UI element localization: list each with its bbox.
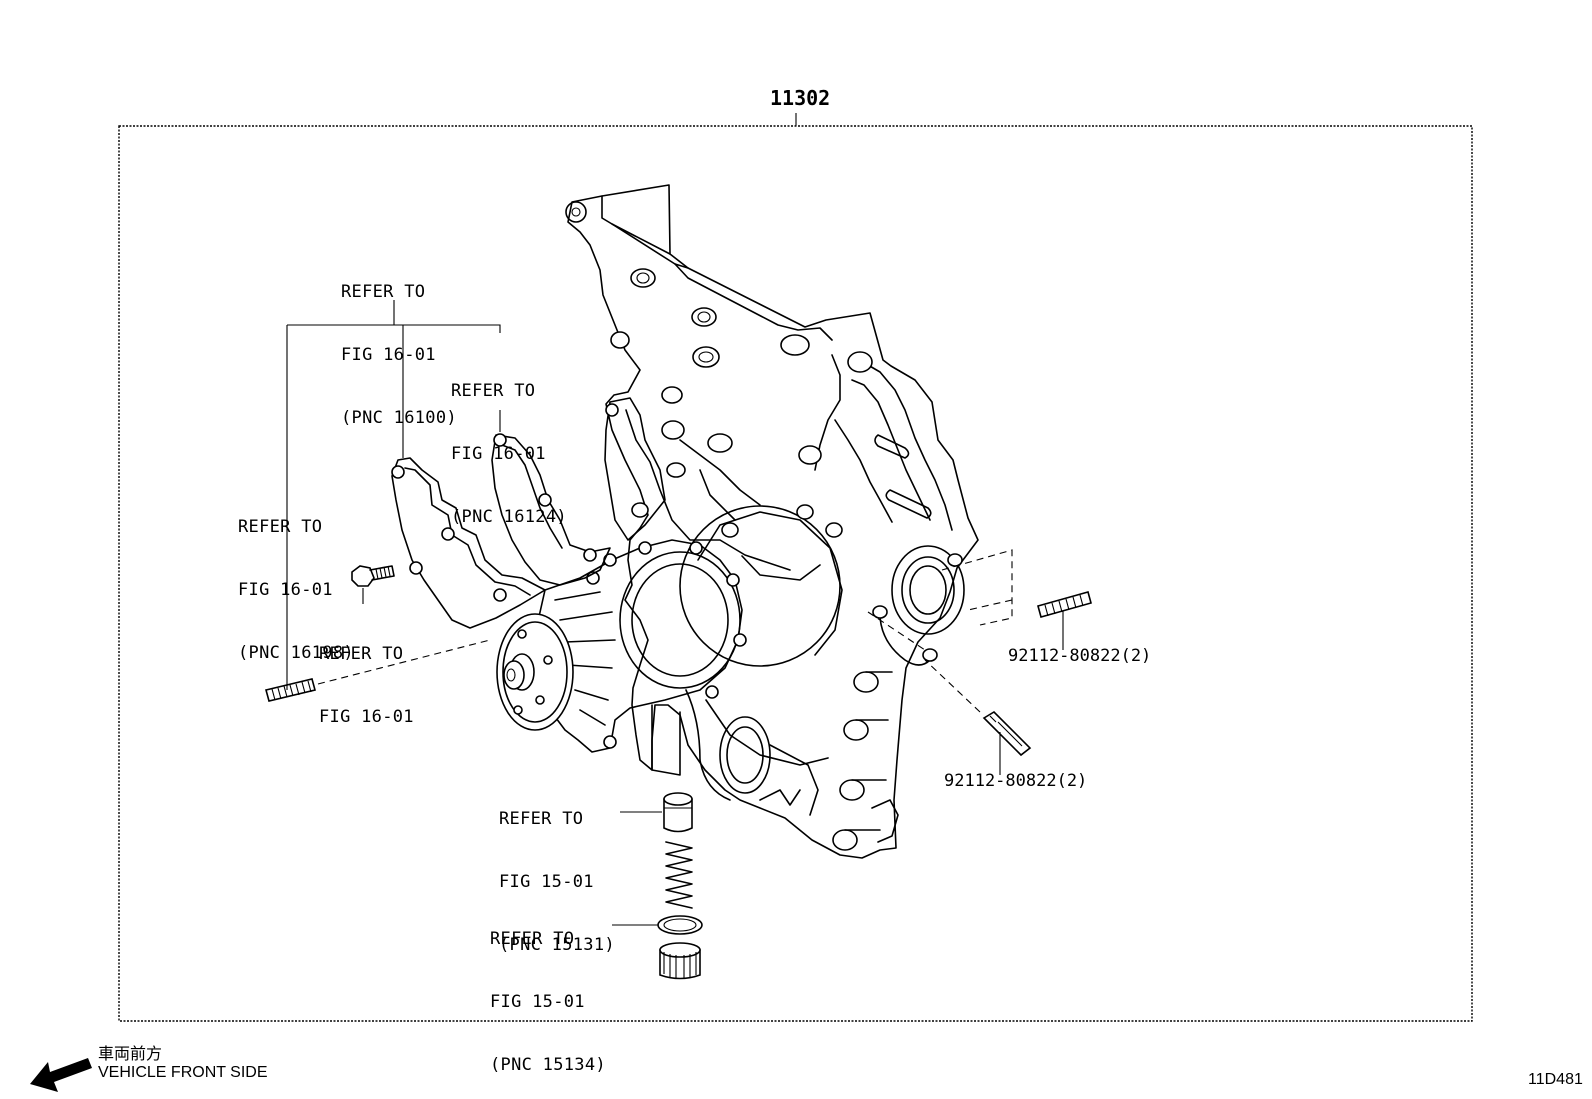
callout-pnc-15134[interactable]: REFER TO FIG 15-01 (PNC 15134)	[490, 887, 606, 1097]
gasket-ring	[612, 915, 703, 935]
callout-line: REFER TO	[490, 929, 575, 949]
arrow-left-down-icon	[30, 1058, 92, 1092]
plug	[659, 942, 701, 980]
callout-line: FIG 15-01	[499, 872, 594, 892]
callout-line: FIG 15-01	[490, 992, 585, 1012]
callout-pnc-15131[interactable]: REFER TO FIG 15-01 (PNC 15131)	[499, 767, 615, 977]
callout-pnc-16124[interactable]: REFER TO FIG 16-01 (PNC 16124)	[451, 339, 567, 549]
callout-pnc-16100[interactable]: REFER TO FIG 16-01 (PNC 16100)	[341, 240, 457, 450]
stud-lower-right	[924, 659, 1032, 775]
water-pump	[496, 539, 747, 753]
callout-line: REFER TO	[451, 381, 536, 401]
stud-upper-right	[967, 591, 1092, 650]
callout-line: FIG 16-01	[319, 707, 414, 727]
part-number-stud-upper[interactable]: 92112-80822(2)	[1008, 646, 1152, 666]
direction-label-en: VEHICLE FRONT SIDE	[98, 1064, 268, 1081]
relief-valve	[620, 792, 693, 833]
relief-valve-spring	[665, 841, 693, 909]
callout-line: REFER TO	[341, 282, 426, 302]
callout-line: (PNC 16124)	[451, 507, 567, 527]
stud-left	[265, 325, 491, 702]
callout-line: (PNC 15131)	[499, 935, 615, 955]
figure-code: 11D481	[1528, 1071, 1583, 1088]
water-pump-gasket	[391, 457, 546, 629]
cover-gasket	[604, 397, 666, 541]
callout-line: REFER TO	[238, 517, 323, 537]
callout-line: FIG 16-01	[341, 345, 436, 365]
callout-bolt[interactable]: REFER TO FIG 16-01	[319, 602, 414, 749]
assembly-part-number: 11302	[770, 86, 831, 110]
callout-line: (PNC 16100)	[341, 408, 457, 428]
timing-chain-cover	[565, 184, 979, 859]
part-number-stud-lower[interactable]: 92112-80822(2)	[944, 771, 1088, 791]
leader-lines	[287, 300, 501, 458]
callout-pnc-16198[interactable]: REFER TO FIG 16-01 (PNC 16198)	[238, 475, 354, 685]
callout-line: FIG 16-01	[451, 444, 546, 464]
pump-body-gasket	[491, 433, 611, 586]
callout-line: FIG 16-01	[238, 580, 333, 600]
callout-line: (PNC 16198)	[238, 643, 354, 663]
callout-line: REFER TO	[499, 809, 584, 829]
bolt	[351, 565, 395, 604]
callout-line: REFER TO	[319, 644, 404, 664]
direction-label-jp: 車両前方	[98, 1046, 163, 1063]
callout-line: (PNC 15134)	[490, 1055, 606, 1075]
